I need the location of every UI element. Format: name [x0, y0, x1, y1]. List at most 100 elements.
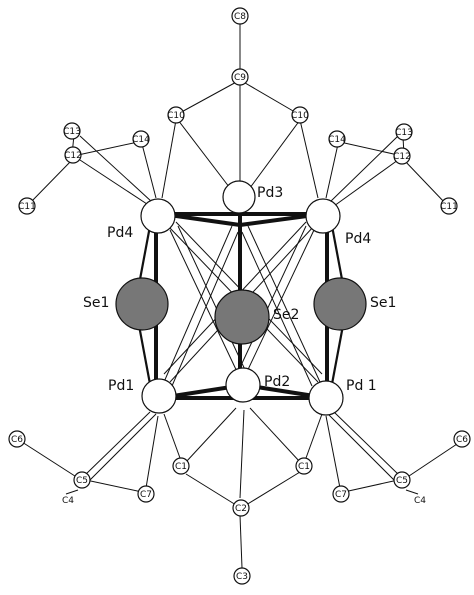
bond-c2-c1l — [185, 473, 237, 506]
bond-pd3-pd1r-b — [241, 231, 313, 387]
bond-c10l-pd4l — [161, 119, 177, 199]
bond-c10r-pd3 — [243, 119, 301, 197]
bond-c5r-pd1r-b — [327, 413, 395, 481]
bond-c2-pd2 — [239, 409, 245, 499]
bond-c7r-pd1r — [325, 415, 341, 489]
atom-c6-right — [453, 430, 471, 448]
label-c1-right: C1 — [298, 462, 310, 472]
bond-pd3-pd1r-a — [247, 225, 321, 383]
bond-c6l-c5l — [21, 441, 79, 479]
bond-pd1l-se1l — [136, 319, 152, 385]
bond-c12r-pd4r — [333, 159, 399, 207]
atom-pd3 — [222, 180, 256, 214]
bond-c10r-pd4r — [299, 119, 319, 199]
atom-pd1-left — [141, 378, 177, 414]
label-c10-left: C10 — [167, 111, 185, 121]
atom-c8 — [231, 7, 249, 25]
bond-pd4l-pd2-a — [169, 229, 241, 379]
label-c12-left: C12 — [64, 151, 82, 161]
label-c13-left: C13 — [63, 127, 81, 137]
label-pd1-left: Pd1 — [108, 378, 134, 394]
bond-c11l-c12l — [29, 159, 73, 204]
label-c6-left: C6 — [11, 435, 23, 445]
bond-pd4r-pd2-b — [236, 225, 307, 375]
bond-c2-c1r — [245, 471, 301, 506]
bond-c5r-pd1r — [333, 411, 401, 477]
atom-c12-right — [393, 147, 411, 165]
atom-pd4-left — [140, 198, 176, 234]
label-c4-left: C4 — [62, 496, 74, 506]
bond-pd3-pd1l-b — [171, 231, 239, 387]
bond-c1l-pd2 — [185, 407, 237, 463]
label-c12-right: C12 — [393, 152, 411, 162]
bond-pd4l-pd2-b — [177, 225, 248, 375]
label-c3: C3 — [236, 572, 248, 582]
bond-c1r-pd1r — [305, 413, 323, 459]
bond-c5r-c7r — [343, 479, 399, 493]
label-pd2: Pd2 — [264, 374, 290, 390]
atom-c10-left — [167, 106, 185, 124]
bond-c9-c10r — [239, 79, 301, 116]
atom-c7-left — [137, 485, 155, 503]
label-c14-left: C14 — [132, 135, 150, 145]
atom-se1-right — [313, 277, 367, 331]
bond-c2-c3 — [239, 514, 243, 569]
bond-c6r-c5r — [405, 441, 461, 479]
label-c1-left: C1 — [175, 462, 187, 472]
bond-c14r-pd4r — [325, 143, 339, 199]
label-pd1-right: Pd 1 — [346, 378, 377, 394]
bond-c5l-pd1l-b — [89, 413, 157, 481]
atom-c1-left — [172, 457, 190, 475]
label-c7-right: C7 — [335, 490, 347, 500]
bond-c13l-pd4l — [79, 135, 153, 203]
bond-c12l-pd4l — [79, 159, 151, 207]
label-c10-right: C10 — [291, 111, 309, 121]
label-c13-right: C13 — [395, 128, 413, 138]
label-pd3: Pd3 — [257, 185, 283, 201]
bond-pd1r-se1r — [330, 319, 346, 385]
bond-pd4r-pd2-a — [243, 229, 315, 379]
bond-c11r-c12r — [403, 159, 447, 205]
atoms — [8, 7, 471, 585]
bond-c1l-pd1l — [163, 413, 181, 459]
bond-c14l-pd4l — [141, 143, 157, 199]
bond-c5l-pd1l — [83, 411, 151, 477]
bond-c4r — [405, 489, 419, 495]
atom-c12-left — [64, 146, 82, 164]
bond-c4l — [65, 489, 79, 495]
label-c14-right: C14 — [328, 135, 346, 145]
atom-c11-left — [18, 197, 36, 215]
atom-c10-right — [291, 106, 309, 124]
bond-c13r-pd4r — [329, 135, 399, 203]
atom-c3 — [233, 567, 251, 585]
label-pd4-left: Pd4 — [107, 225, 133, 241]
atom-c5-left — [73, 471, 91, 489]
label-c4-right: C4 — [414, 496, 426, 506]
atom-c14-left — [132, 130, 150, 148]
label-se2: Se2 — [273, 307, 299, 323]
atom-c7-right — [332, 485, 350, 503]
label-c9: C9 — [234, 73, 246, 83]
atom-pd2 — [225, 367, 261, 403]
label-c11-right: C11 — [440, 202, 458, 212]
atom-c1-right — [295, 457, 313, 475]
bond-c12l-c14l — [77, 141, 139, 156]
bond-c1r-pd2 — [249, 407, 301, 463]
atom-se2 — [214, 289, 270, 345]
atom-se1-left — [115, 277, 169, 331]
label-pd4-right: Pd4 — [345, 231, 371, 247]
atom-c6-left — [8, 430, 26, 448]
bond-c10l-pd3 — [177, 119, 237, 197]
atom-c2 — [232, 499, 250, 517]
label-c6-right: C6 — [456, 435, 468, 445]
labels: Pd4 Pd4 Pd3 Se1 Se1 Se2 Pd1 Pd2 Pd 1 C8 … — [11, 12, 468, 582]
bond-c7l-pd1l — [145, 415, 159, 489]
atom-pd4-right — [305, 198, 341, 234]
atom-c11-right — [440, 197, 458, 215]
atom-c14-right — [328, 130, 346, 148]
label-c11-left: C11 — [18, 202, 36, 212]
atom-c9 — [231, 68, 249, 86]
label-se1-right: Se1 — [370, 295, 396, 311]
label-c5-right: C5 — [396, 476, 408, 486]
